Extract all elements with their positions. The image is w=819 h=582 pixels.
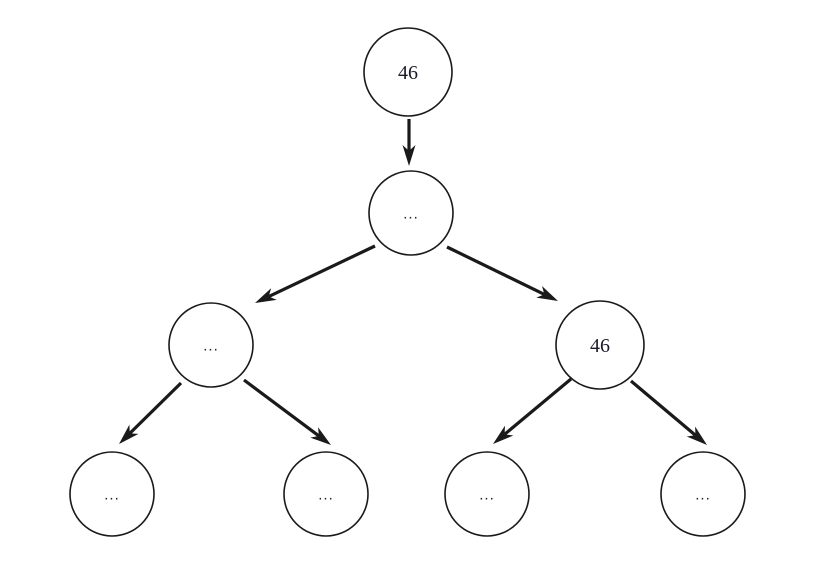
tree-node[interactable]: 46 — [555, 300, 645, 390]
edge-line — [446, 245, 546, 296]
arrowhead-icon — [493, 425, 514, 444]
edge-line — [503, 377, 573, 436]
tree-edge — [243, 378, 331, 445]
tree-node[interactable]: ... — [660, 451, 746, 537]
arrowhead-icon — [536, 285, 558, 301]
node-label: ... — [695, 487, 711, 504]
tree-edge — [255, 244, 376, 303]
tree-edge — [402, 119, 416, 166]
node-label: 46 — [590, 335, 610, 357]
edge-line — [243, 378, 320, 438]
edge-line — [629, 379, 697, 437]
edge-line — [267, 244, 376, 298]
node-label: ... — [318, 487, 334, 504]
node-circle[interactable] — [444, 451, 530, 537]
node-circle[interactable] — [168, 302, 254, 388]
tree-node[interactable]: ... — [283, 451, 369, 537]
tree-edge — [446, 245, 558, 301]
arrowhead-icon — [310, 427, 331, 445]
node-circle[interactable] — [283, 451, 369, 537]
node-label: ... — [403, 206, 419, 223]
edges-layer — [119, 119, 707, 445]
tree-edge — [629, 379, 707, 445]
tree-node[interactable]: ... — [444, 451, 530, 537]
tree-node[interactable]: ... — [69, 451, 155, 537]
tree-node[interactable]: ... — [368, 170, 454, 256]
arrowhead-icon — [686, 426, 707, 445]
tree-node[interactable]: 46 — [363, 27, 453, 117]
arrowhead-icon — [255, 288, 277, 303]
nodes-layer: 46...... 46............ — [69, 27, 746, 537]
arrowhead-icon — [119, 424, 139, 444]
tree-edge — [119, 381, 183, 444]
node-circle[interactable] — [363, 27, 453, 117]
node-label: ... — [104, 487, 120, 504]
node-circle[interactable] — [69, 451, 155, 537]
node-label: ... — [479, 487, 495, 504]
tree-node[interactable]: ... — [168, 302, 254, 388]
node-label: 46 — [398, 62, 418, 84]
node-circle[interactable] — [555, 300, 645, 390]
arrowhead-icon — [402, 145, 416, 166]
edge-line — [128, 381, 183, 435]
node-label: ... — [203, 338, 219, 355]
node-circle[interactable] — [368, 170, 454, 256]
node-circle[interactable] — [660, 451, 746, 537]
tree-edge — [493, 377, 573, 444]
